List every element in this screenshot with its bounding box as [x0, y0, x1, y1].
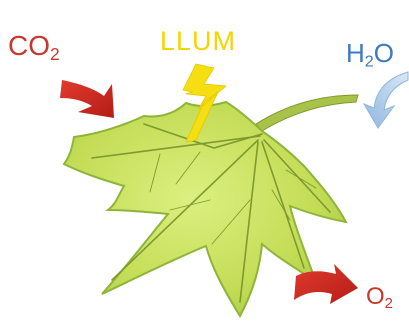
co2-label: CO2 — [8, 32, 60, 63]
h2o-label-subscript: 2 — [365, 53, 374, 71]
o2-label: O2 — [366, 285, 393, 312]
light-label: LLUM — [160, 28, 236, 55]
co2-label-subscript: 2 — [50, 44, 60, 64]
h2o-label-tail: O — [374, 38, 394, 68]
co2-label-base: CO — [8, 30, 50, 61]
leaf-stem — [256, 95, 358, 131]
o2-label-subscript: 2 — [385, 296, 393, 312]
water-arrow-icon — [364, 72, 408, 128]
h2o-label-base: H — [346, 38, 365, 68]
o2-label-base: O — [366, 283, 385, 310]
co2-arrow-icon — [60, 80, 114, 118]
h2o-label: H2O — [346, 40, 394, 70]
